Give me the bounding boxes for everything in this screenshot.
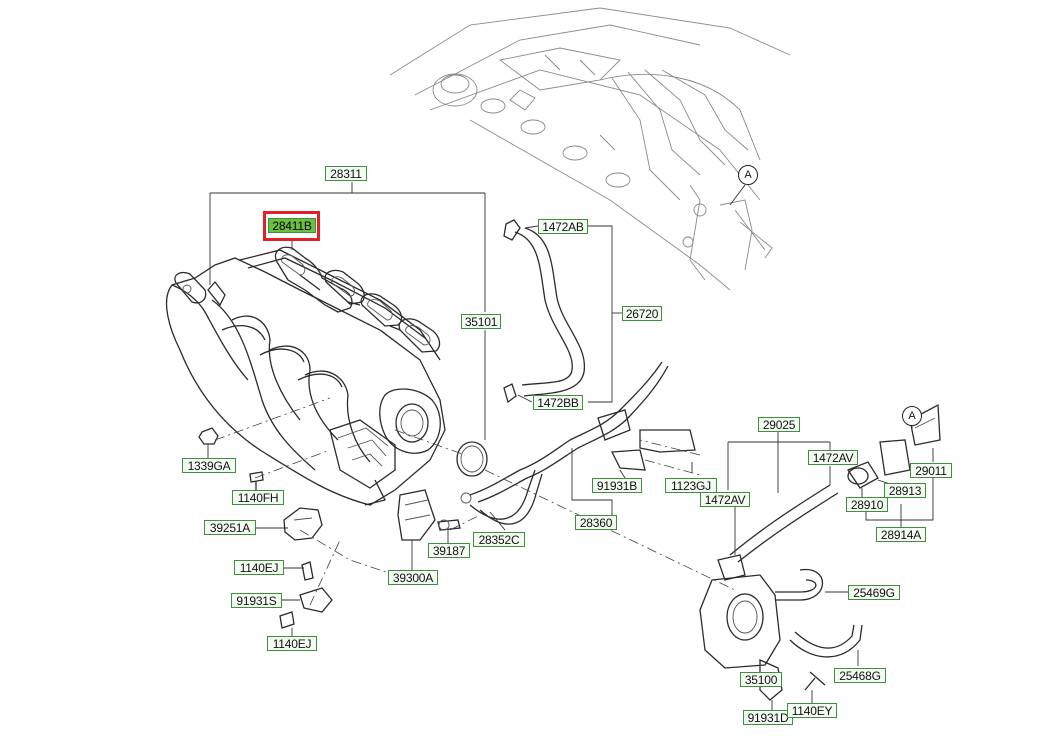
label-39187[interactable]: 39187: [428, 543, 470, 558]
label-1472av-upper[interactable]: 1472AV: [808, 450, 858, 465]
label-91931s[interactable]: 91931S: [231, 593, 282, 608]
label-28311[interactable]: 28311: [325, 166, 367, 181]
label-1339ga[interactable]: 1339GA: [182, 458, 236, 473]
label-28411b-highlighted[interactable]: 28411B: [268, 218, 316, 233]
view-callout-a-bracket[interactable]: A: [902, 406, 922, 426]
highlight-frame-28411b: [263, 211, 320, 241]
assembly-centerlines: [214, 397, 736, 606]
label-28913[interactable]: 28913: [884, 483, 926, 498]
label-28352c[interactable]: 28352C: [473, 532, 525, 547]
view-callout-a-engine[interactable]: A: [738, 165, 758, 185]
label-91931d[interactable]: 91931D: [743, 710, 793, 725]
label-1140ej-upper[interactable]: 1140EJ: [234, 560, 284, 575]
label-1472bb[interactable]: 1472BB: [533, 395, 583, 410]
label-28910[interactable]: 28910: [846, 497, 888, 512]
label-91931b[interactable]: 91931B: [592, 478, 642, 493]
left-fasteners-illustration: [198, 427, 333, 629]
vacuum-pipe-illustration: [460, 361, 696, 525]
coolant-hoses-illustration: [775, 568, 863, 658]
label-1140ej-lower[interactable]: 1140EJ: [267, 636, 317, 651]
label-1472ab[interactable]: 1472AB: [538, 219, 588, 234]
label-1140ey[interactable]: 1140EY: [787, 703, 837, 718]
label-35101[interactable]: 35101: [461, 314, 501, 329]
label-28914a[interactable]: 28914A: [876, 527, 926, 542]
intake-manifold-illustration: [165, 249, 446, 506]
label-25468g[interactable]: 25468G: [834, 668, 886, 683]
label-28360[interactable]: 28360: [575, 515, 617, 530]
intake-gasket-illustration: [274, 246, 441, 353]
throttle-o-ring-illustration: [456, 441, 488, 477]
label-25469g[interactable]: 25469G: [848, 585, 900, 600]
label-1472av-lower[interactable]: 1472AV: [700, 492, 750, 507]
breather-hose-illustration: [503, 219, 586, 404]
leader-lines: [207, 182, 934, 710]
label-26720[interactable]: 26720: [622, 306, 662, 321]
engine-block-illustration: [389, 7, 791, 291]
label-29025[interactable]: 29025: [758, 417, 800, 432]
label-39300a[interactable]: 39300A: [388, 570, 438, 585]
label-35100[interactable]: 35100: [740, 672, 782, 687]
label-29011[interactable]: 29011: [910, 463, 952, 478]
label-39251a[interactable]: 39251A: [204, 520, 256, 535]
label-1140fh[interactable]: 1140FH: [232, 490, 284, 505]
label-1123gj[interactable]: 1123GJ: [665, 478, 717, 493]
map-sensor-illustration: [397, 489, 461, 541]
